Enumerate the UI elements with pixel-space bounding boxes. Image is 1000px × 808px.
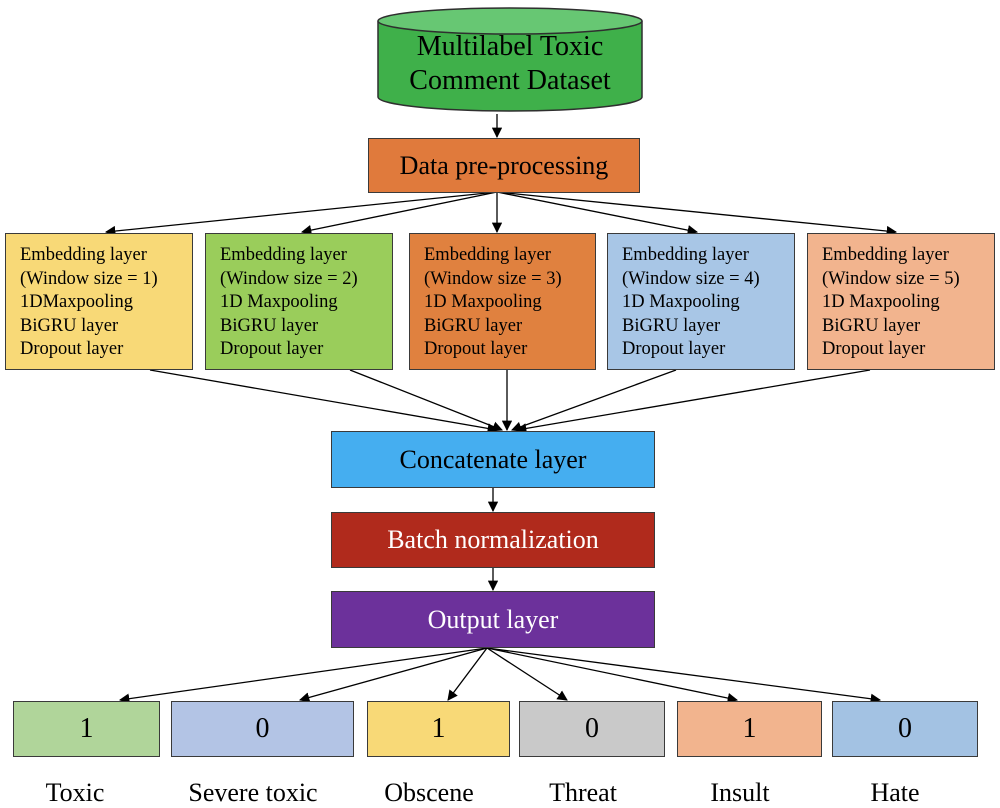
data-preprocessing-label: Data pre-processing: [399, 150, 609, 180]
arrow-output-to-severe-toxic: [298, 647, 488, 703]
branch-line: Dropout layer: [622, 339, 726, 360]
output-value: 1: [79, 713, 94, 744]
branch-line: (Window size = 1): [20, 268, 158, 289]
branch-line: Dropout layer: [424, 339, 528, 360]
batch-normalization-box: Batch normalization: [331, 512, 655, 568]
branch-line: (Window size = 2): [220, 268, 358, 289]
output-value-insult: 1: [677, 701, 822, 757]
dataset-label: Multilabel Toxic Comment Dataset: [378, 30, 642, 98]
branch-line: Embedding layer: [822, 245, 949, 265]
output-value-severe-toxic: 0: [171, 701, 354, 757]
branch-window-3: Embedding layer (Window size = 3) 1D Max…: [409, 233, 596, 370]
branch-line: Embedding layer: [20, 245, 147, 265]
branch-line: 1D Maxpooling: [220, 292, 338, 313]
concatenate-layer-label: Concatenate layer: [399, 444, 587, 474]
branch-line: 1D Maxpooling: [622, 292, 740, 313]
arrow-preprocess-to-branch-5: [496, 191, 898, 237]
branch-line: 1D Maxpooling: [822, 292, 940, 313]
output-value-toxic: 1: [13, 701, 160, 757]
dataset-cylinder: [377, 7, 643, 112]
concatenate-layer-box: Concatenate layer: [331, 431, 655, 488]
dataset-label-line2: Comment Dataset: [409, 65, 611, 96]
output-value: 0: [585, 713, 599, 744]
branch-line: Dropout layer: [20, 339, 124, 360]
batch-normalization-label: Batch normalization: [387, 525, 599, 554]
arrow-branch-1-to-concat: [149, 369, 499, 434]
output-layer-label: Output layer: [427, 604, 559, 634]
data-preprocessing-box: Data pre-processing: [368, 138, 640, 193]
dataset-label-line1: Multilabel Toxic: [416, 31, 604, 62]
output-value: 1: [431, 713, 446, 744]
branch-line: (Window size = 4): [622, 268, 760, 289]
output-label-severe-toxic: Severe toxic: [188, 778, 318, 807]
branch-line: Embedding layer: [424, 245, 551, 265]
arrow-output-to-threat: [486, 647, 568, 701]
branch-line: 1DMaxpooling: [20, 292, 134, 313]
arrow-branch-4-to-concat: [511, 369, 677, 432]
branch-line: 1D Maxpooling: [424, 292, 542, 313]
branch-window-5: Embedding layer (Window size = 5) 1D Max…: [807, 233, 995, 370]
branch-window-1: Embedding layer (Window size = 1) 1DMaxp…: [5, 233, 193, 370]
output-label-insult: Insult: [710, 778, 770, 807]
arrow-branch-2-to-concat: [349, 369, 503, 432]
output-value: 0: [898, 713, 912, 744]
output-value: 0: [255, 713, 270, 744]
arrow-output-to-toxic: [118, 647, 488, 704]
output-layer-box: Output layer: [331, 591, 655, 648]
output-value-hate: 0: [832, 701, 978, 757]
arrow-preprocess-to-branch-2: [300, 191, 498, 236]
branch-line: (Window size = 5): [822, 268, 960, 289]
branch-line: BiGRU layer: [822, 315, 921, 336]
branch-window-4: Embedding layer (Window size = 4) 1D Max…: [607, 233, 795, 370]
arrow-preprocess-to-branch-1: [104, 191, 498, 237]
output-value-threat: 0: [519, 701, 665, 757]
branch-line: BiGRU layer: [622, 315, 721, 336]
branch-line: Embedding layer: [220, 245, 347, 265]
arrow-preprocess-to-branch-4: [496, 191, 699, 236]
arrow-output-to-hate: [486, 647, 882, 704]
output-label-obscene: Obscene: [384, 778, 474, 807]
arrow-branch-5-to-concat: [515, 369, 871, 434]
branch-window-2: Embedding layer (Window size = 2) 1D Max…: [205, 233, 393, 370]
branch-line: Embedding layer: [622, 245, 749, 265]
output-label-toxic: Toxic: [45, 778, 105, 807]
output-value-obscene: 1: [367, 701, 510, 757]
output-label-hate: Hate: [870, 778, 920, 807]
arrow-output-to-obscene: [447, 647, 488, 701]
branch-line: Dropout layer: [822, 339, 926, 360]
output-label-threat: Threat: [549, 778, 617, 807]
output-value: 1: [742, 713, 757, 744]
branch-line: (Window size = 3): [424, 268, 562, 289]
arrow-output-to-insult: [486, 647, 739, 704]
branch-line: Dropout layer: [220, 339, 324, 360]
branch-line: BiGRU layer: [20, 315, 119, 336]
branch-line: BiGRU layer: [220, 315, 319, 336]
branch-line: BiGRU layer: [424, 315, 523, 336]
